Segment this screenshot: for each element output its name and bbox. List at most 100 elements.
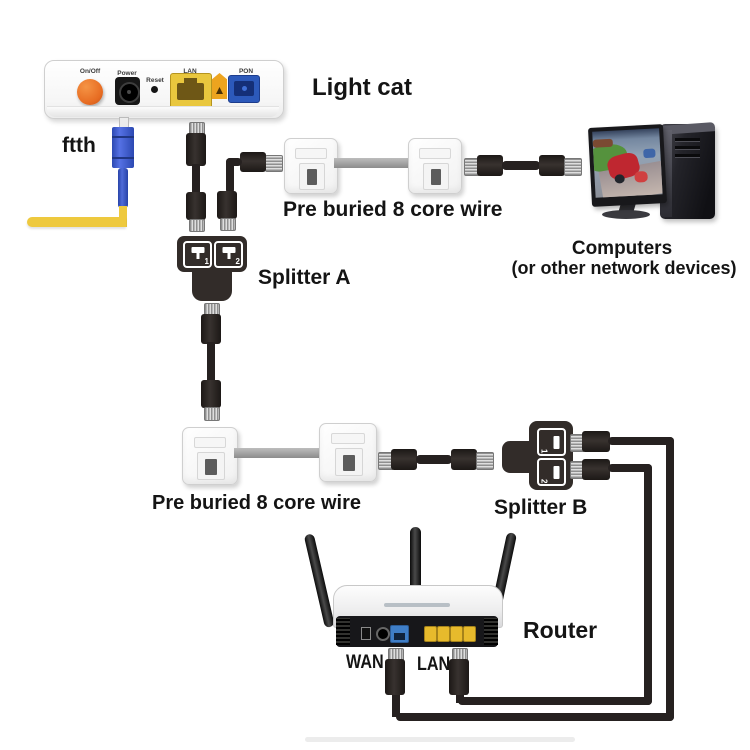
sc-notch-2 bbox=[112, 157, 134, 159]
pc-drive-bay bbox=[675, 146, 700, 149]
router-lan-port-4 bbox=[463, 626, 476, 642]
rj45-plug-tip bbox=[204, 407, 220, 421]
wall-plate-jack bbox=[197, 452, 225, 480]
router-lan-port-1 bbox=[424, 626, 437, 642]
router-model-text bbox=[384, 603, 450, 607]
patch-cable bbox=[192, 164, 200, 194]
jack-icon bbox=[191, 247, 204, 253]
router-power-jack bbox=[376, 627, 390, 641]
rj45-plug-body bbox=[539, 155, 565, 176]
splitter-b-port-1: 1 bbox=[537, 428, 566, 456]
rj45-plug-body bbox=[217, 191, 237, 219]
rj45-plug-body bbox=[385, 659, 405, 695]
wall-plate-jack-hole bbox=[343, 454, 355, 472]
splitter-a-port-2: 2 bbox=[214, 241, 243, 268]
ont-pon-port bbox=[228, 75, 260, 103]
monitor bbox=[587, 124, 668, 207]
splitter-a-port-1-number: 1 bbox=[204, 257, 209, 266]
rj45-plug-tip bbox=[265, 155, 283, 172]
router-antenna-middle bbox=[410, 527, 421, 627]
router-side-grille bbox=[336, 618, 350, 645]
buried-wire-bottom bbox=[234, 448, 321, 458]
monitor-screen bbox=[592, 128, 663, 198]
rj45-plug-body bbox=[451, 449, 477, 470]
router-lan-port-2 bbox=[437, 626, 450, 642]
ont-lan-port-tab bbox=[184, 78, 197, 84]
rj45-plug-body bbox=[201, 380, 221, 408]
wall-plate-2 bbox=[408, 138, 462, 194]
monitor-stand-base bbox=[602, 210, 650, 219]
router-label: Router bbox=[523, 617, 598, 643]
lan-cable-label: LAN bbox=[417, 654, 451, 675]
pc-drive-bay bbox=[675, 138, 700, 141]
router-power-switch bbox=[361, 627, 371, 640]
computers-label-line2: (or other network devices) bbox=[511, 258, 737, 278]
splitterb-to-lan-cable bbox=[644, 464, 652, 705]
rj45-plug-body bbox=[449, 659, 469, 695]
wall-plate-3 bbox=[182, 427, 238, 485]
splitter-b-label: Splitter B bbox=[494, 496, 588, 519]
splitterb-to-lan-cable bbox=[608, 464, 652, 472]
wall-plate-jack bbox=[298, 163, 326, 190]
wall-plate-4 bbox=[319, 423, 377, 482]
reset-pinhole bbox=[151, 86, 158, 93]
laser-warning-glyph bbox=[216, 87, 223, 94]
wall-plate-jack bbox=[422, 163, 450, 190]
rj45-plug-body bbox=[186, 133, 206, 166]
splitter-b: 1 2 bbox=[502, 421, 573, 491]
rj45-plug-body bbox=[582, 431, 610, 452]
game-building bbox=[592, 138, 613, 148]
ont-lan-label: LAN bbox=[183, 68, 197, 75]
sc-notch-1 bbox=[112, 136, 134, 138]
splitter-b-port-2: 2 bbox=[537, 458, 566, 486]
buried-wire-bottom-label: Pre buried 8 core wire bbox=[152, 492, 361, 514]
buried-wire-top bbox=[334, 158, 410, 168]
rj45-plug-body bbox=[582, 459, 610, 480]
wall-plate-1 bbox=[284, 138, 338, 194]
splitter-b-port-2-number: 2 bbox=[539, 479, 549, 484]
rj45-plug-tip bbox=[189, 219, 205, 232]
splitter-b-port-1-number: 1 bbox=[539, 449, 549, 454]
splitterb-to-wan-cable bbox=[392, 694, 400, 717]
rj45-plug-tip bbox=[564, 158, 582, 176]
patch-cable bbox=[226, 158, 242, 166]
reset-label: Reset bbox=[146, 77, 164, 84]
wall-plate-jack-hole bbox=[306, 169, 318, 185]
router-side-grille bbox=[484, 618, 498, 645]
splitterb-to-lan-cable bbox=[456, 693, 464, 703]
splitter-b-port-1-face: 1 bbox=[540, 430, 564, 455]
game-red-detail bbox=[634, 170, 648, 183]
pc-drive-bay bbox=[675, 154, 700, 157]
ont-lan-port bbox=[170, 73, 212, 109]
router-rear-panel bbox=[336, 616, 498, 647]
patch-cable bbox=[416, 455, 452, 464]
splitter-a: 1 2 bbox=[177, 236, 247, 302]
shadow-line bbox=[305, 737, 575, 742]
splitter-a-port-1: 1 bbox=[183, 241, 212, 268]
pon-ferrule-dot bbox=[242, 86, 247, 91]
rj45-plug-tip bbox=[476, 452, 494, 470]
patch-cable bbox=[207, 342, 215, 383]
router-wan-port bbox=[390, 625, 409, 643]
patch-cable bbox=[502, 161, 540, 170]
router-lan-port-3 bbox=[450, 626, 463, 642]
ftth-label: ftth bbox=[62, 134, 96, 157]
jack-icon bbox=[553, 435, 560, 449]
ont-title: Light cat bbox=[312, 74, 412, 101]
onoff-label: On/Off bbox=[79, 68, 101, 75]
jack-icon-stem bbox=[196, 253, 199, 259]
rj45-plug-body bbox=[391, 449, 417, 470]
splitter-b-port-2-face: 2 bbox=[540, 460, 564, 485]
splitter-a-label: Splitter A bbox=[258, 266, 351, 289]
splitterb-to-wan-cable bbox=[608, 437, 674, 445]
rj45-plug-body bbox=[186, 192, 206, 220]
wall-plate-jack bbox=[334, 448, 364, 477]
pc-tower bbox=[660, 122, 715, 219]
splitterb-to-lan-cable bbox=[458, 697, 652, 705]
rj45-plug-body bbox=[240, 152, 266, 172]
laser-warning-icon bbox=[212, 73, 227, 99]
ont-pon-port-opening bbox=[234, 81, 254, 96]
power-jack bbox=[115, 77, 140, 105]
buried-wire-top-label: Pre buried 8 core wire bbox=[283, 198, 503, 221]
